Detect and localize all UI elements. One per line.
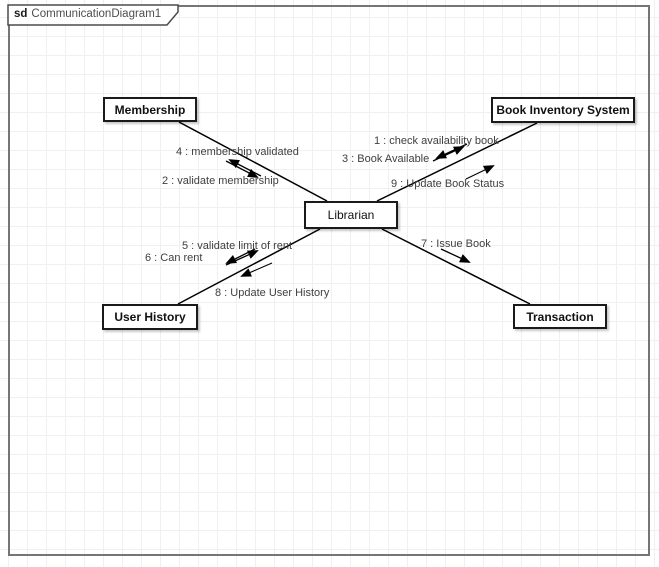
link-membership-librarian[interactable] — [178, 121, 328, 202]
node-user-history[interactable]: User History — [102, 304, 198, 330]
message-arrow-2-to-membership[interactable] — [228, 159, 262, 177]
message-label-1[interactable]: 1 : check availability book — [374, 135, 499, 147]
frame-keyword: sd — [14, 8, 28, 20]
node-book-inventory-system-label: Book Inventory System — [496, 103, 630, 117]
message-arrow-9-to-bookinventory[interactable] — [465, 165, 495, 180]
frame-title-tab — [7, 4, 179, 26]
message-label-3[interactable]: 3 : Book Available — [342, 153, 430, 165]
message-arrow-6-to-librarian[interactable] — [225, 250, 259, 266]
message-label-5[interactable]: 5 : validate limit of rent — [182, 240, 293, 252]
node-membership-label: Membership — [114, 102, 186, 117]
frame-title-label: CommunicationDiagram1 — [31, 8, 162, 20]
message-label-2[interactable]: 2 : validate membership — [162, 175, 279, 187]
link-librarian-transaction[interactable] — [381, 228, 531, 305]
node-book-inventory-system[interactable]: Book Inventory System — [491, 97, 635, 123]
node-transaction-label: Transaction — [526, 309, 594, 324]
node-librarian-label: Librarian — [327, 208, 375, 222]
message-label-4[interactable]: 4 : membership validated — [176, 146, 299, 158]
message-arrow-3-to-librarian[interactable] — [435, 143, 468, 159]
node-membership[interactable]: Membership — [103, 97, 197, 122]
node-transaction[interactable]: Transaction — [513, 304, 607, 329]
message-arrow-7-to-transaction[interactable] — [440, 248, 471, 263]
message-arrow-8-to-userhistory[interactable] — [240, 262, 273, 277]
node-user-history-label: User History — [114, 310, 186, 324]
link-bookinventory-librarian[interactable] — [376, 122, 538, 202]
message-label-8[interactable]: 8 : Update User History — [215, 287, 330, 299]
message-arrow-4-to-librarian[interactable] — [225, 160, 259, 178]
message-label-6[interactable]: 6 : Can rent — [145, 252, 203, 264]
message-label-7[interactable]: 7 : Issue Book — [421, 238, 491, 250]
node-librarian[interactable]: Librarian — [304, 201, 398, 229]
message-arrow-1-to-bookinventory[interactable] — [432, 146, 465, 162]
diagram-frame — [8, 5, 650, 556]
message-label-9[interactable]: 9 : Update Book Status — [391, 178, 505, 190]
link-librarian-userhistory[interactable] — [177, 228, 321, 305]
